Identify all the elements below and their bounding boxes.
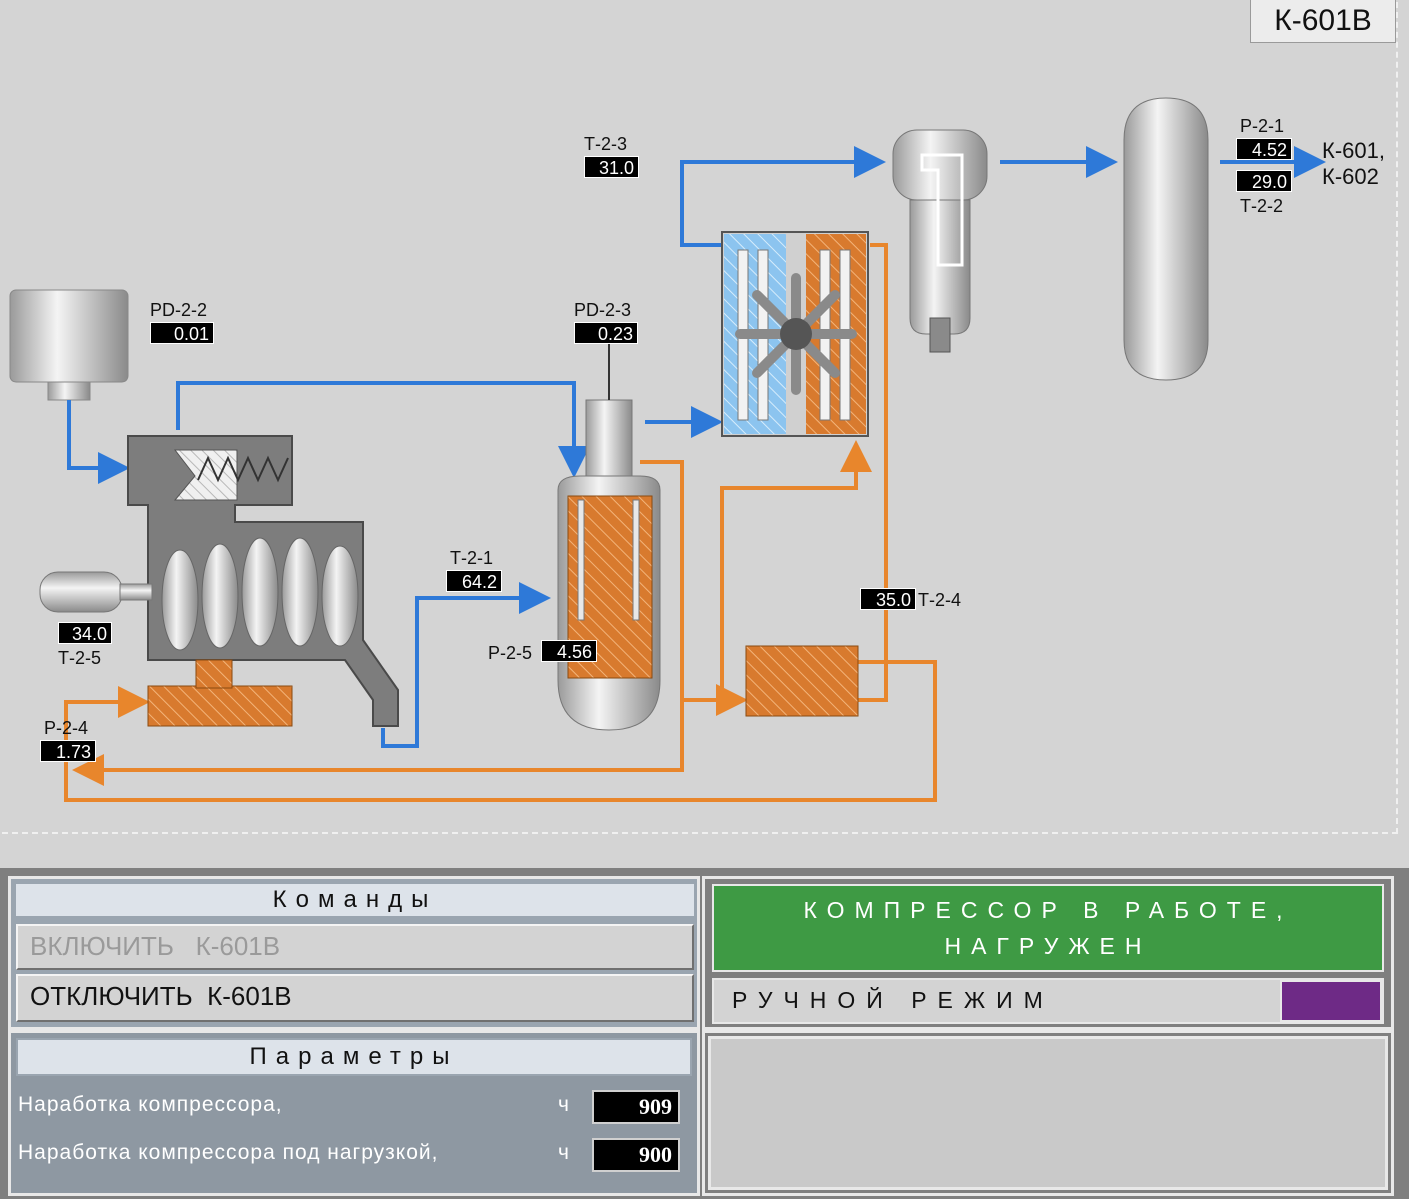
parameter-value: 900 <box>592 1138 680 1172</box>
parameters-header: Параметры <box>16 1038 692 1076</box>
air-receiver <box>1123 97 1209 381</box>
tag-label-pd23: PD-2-3 <box>574 300 632 320</box>
tag-label-t24: Т-2-4 <box>918 590 962 610</box>
mode-indicator <box>1280 980 1382 1022</box>
tag-label-p25: Р-2-5 <box>488 643 533 663</box>
process-diagram <box>9 97 1326 802</box>
process-mimic: К-601В Т-2-3 31.0 PD-2-2 0.01 PD-2-3 0.2… <box>0 0 1409 868</box>
unit-title: К-601В <box>1250 0 1396 43</box>
tag-value-p24: 1.73 <box>40 740 96 762</box>
status-line1: КОМПРЕССОР В РАБОТЕ, <box>803 897 1293 923</box>
parameter-label: Наработка компрессора, <box>18 1093 283 1116</box>
mode-status: РУЧНОЙ РЕЖИМ <box>712 978 1384 1024</box>
tag-label-t25: Т-2-5 <box>58 648 102 668</box>
tag-label-t23: Т-2-3 <box>584 134 628 154</box>
compressor-status: КОМПРЕССОР В РАБОТЕ, НАГРУЖЕН <box>712 884 1384 972</box>
destination-line2: К-602 <box>1322 164 1379 189</box>
screw-compressor <box>39 435 399 727</box>
tag-label-t21: Т-2-1 <box>450 548 494 568</box>
air-oil-cooler <box>721 231 869 437</box>
tag-value-t21: 64.2 <box>446 570 502 592</box>
oil-filter <box>745 645 859 717</box>
message-area <box>708 1036 1388 1190</box>
control-panel: Команды ВКЛЮЧИТЬ К-601В ОТКЛЮЧИТЬ К-601В… <box>0 868 1409 1199</box>
status-line2: НАГРУЖЕН <box>944 933 1152 959</box>
parameter-value: 909 <box>592 1090 680 1124</box>
tag-value-pd22: 0.01 <box>150 322 214 344</box>
tag-value-t22: 29.0 <box>1236 170 1292 192</box>
tag-label-p24: Р-2-4 <box>44 718 89 738</box>
parameter-label: Наработка компрессора под нагрузкой, <box>18 1141 439 1164</box>
tag-label-p21: Р-2-1 <box>1240 116 1285 136</box>
tag-value-t24: 35.0 <box>860 588 916 610</box>
tag-label-pd22: PD-2-2 <box>150 300 208 320</box>
parameter-unit: ч <box>558 1141 570 1164</box>
line-filter <box>892 129 988 353</box>
tag-value-t25: 34.0 <box>58 622 112 644</box>
parameter-unit: ч <box>558 1093 570 1116</box>
start-button[interactable]: ВКЛЮЧИТЬ К-601В <box>16 924 694 970</box>
oil-separator <box>557 340 661 731</box>
tag-value-p25: 4.56 <box>541 640 597 662</box>
destination-line1: К-601, <box>1322 138 1385 163</box>
commands-header: Команды <box>14 882 696 918</box>
tag-label-t22: Т-2-2 <box>1240 196 1284 216</box>
stop-button[interactable]: ОТКЛЮЧИТЬ К-601В <box>16 974 694 1022</box>
tag-value-pd23: 0.23 <box>574 322 638 344</box>
intake-filter <box>9 289 129 401</box>
air-lines <box>67 146 1326 748</box>
tag-value-p21: 4.52 <box>1236 138 1292 160</box>
tag-value-t23: 31.0 <box>584 156 639 178</box>
